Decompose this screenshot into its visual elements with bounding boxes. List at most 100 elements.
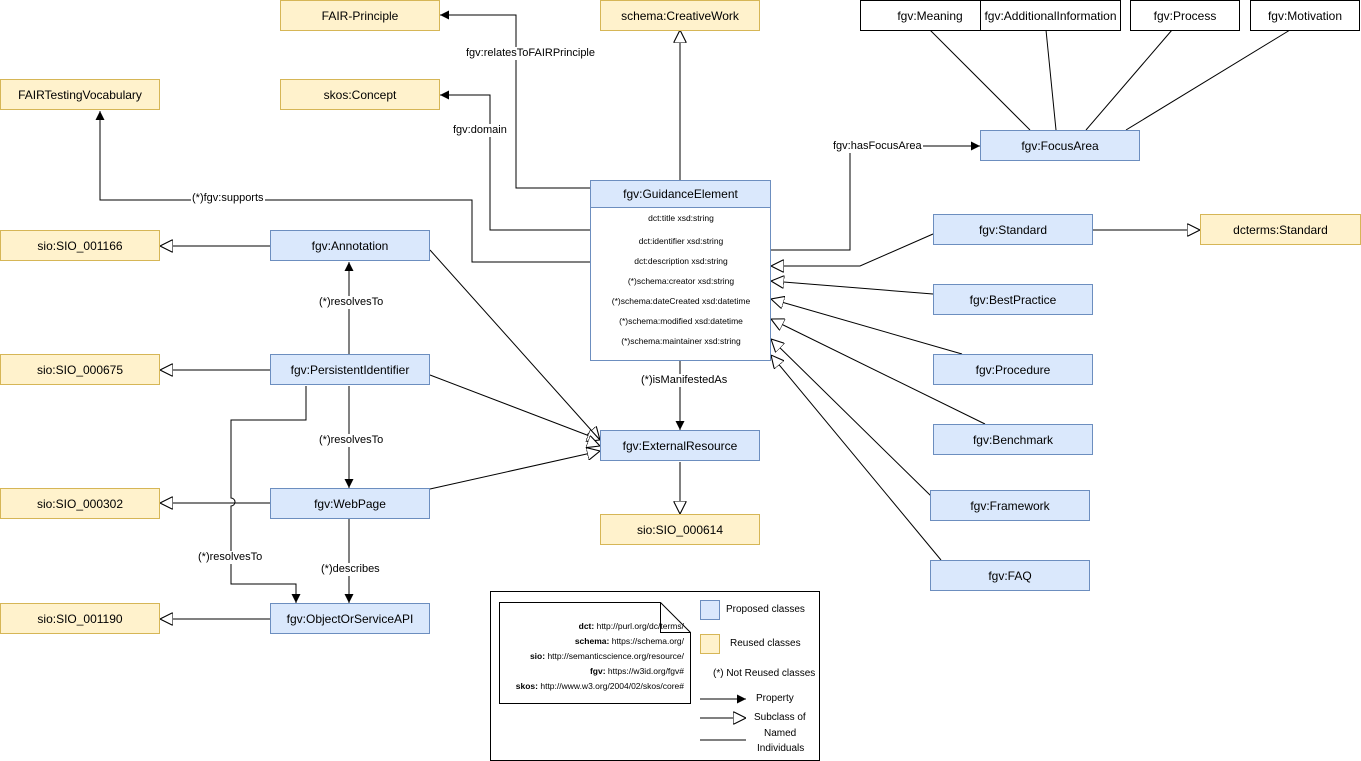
node-meaning[interactable]: fgv:Meaning: [860, 0, 1000, 31]
node-annotation[interactable]: fgv:Annotation: [270, 230, 430, 261]
node-sio-000614-label: sio:SIO_000614: [636, 522, 724, 537]
edge-subclass-annotation-external: [429, 249, 600, 440]
node-best-practice[interactable]: fgv:BestPractice: [933, 284, 1093, 315]
edge-process-focusarea: [1085, 29, 1173, 131]
node-schema-creativework[interactable]: schema:CreativeWork: [600, 0, 760, 31]
node-dcterms-standard-label: dcterms:Standard: [1233, 222, 1328, 237]
edge-subclass-bestpractice: [771, 281, 934, 295]
legend-reused-label: Reused classes: [730, 638, 801, 649]
node-faq[interactable]: fgv:FAQ: [930, 560, 1090, 591]
node-object-or-service-api[interactable]: fgv:ObjectOrServiceAPI: [270, 603, 430, 634]
label-resolves-to-top: (*)resolvesTo: [318, 296, 385, 309]
node-standard-label: fgv:Standard: [978, 222, 1048, 237]
edge-subclass-benchmark: [771, 319, 986, 425]
edge-motivation-focusarea: [1125, 29, 1291, 131]
node-benchmark[interactable]: fgv:Benchmark: [933, 424, 1093, 455]
label-describes: (*)describes: [320, 563, 381, 576]
edge-resolves-pi-api: [230, 386, 307, 603]
node-web-page[interactable]: fgv:WebPage: [270, 488, 430, 519]
node-sio-000675-label: sio:SIO_000675: [36, 362, 124, 377]
node-object-or-service-api-label: fgv:ObjectOrServiceAPI: [286, 611, 414, 626]
node-process[interactable]: fgv:Process: [1130, 0, 1240, 31]
namespace-sio: sio: http://semanticscience.org/resource…: [529, 651, 684, 661]
edge-relates-to-fair-principle: [440, 10, 590, 189]
edge-subclass-framework: [771, 339, 932, 497]
label-supports: (*)fgv:supports: [191, 192, 265, 205]
node-focus-area-label: fgv:FocusArea: [1021, 138, 1099, 153]
legend-reused-swatch: [700, 634, 720, 654]
attr-maintainer: (*)schema:maintainer xsd:string: [621, 336, 741, 346]
label-domain: fgv:domain: [452, 124, 508, 137]
node-sio-001190-label: sio:SIO_001190: [37, 611, 123, 626]
legend-proposed-label: Proposed classes: [726, 604, 805, 615]
node-procedure[interactable]: fgv:Procedure: [933, 354, 1093, 385]
node-standard[interactable]: fgv:Standard: [933, 214, 1093, 245]
edge-subclass-api-external: [296, 335, 600, 446]
node-additional-information[interactable]: fgv:AdditionalInformation: [980, 0, 1121, 31]
node-process-label: fgv:Process: [1153, 8, 1217, 23]
node-web-page-label: fgv:WebPage: [314, 496, 386, 511]
node-annotation-label: fgv:Annotation: [311, 238, 389, 253]
node-sio-001166[interactable]: sio:SIO_001166: [0, 230, 160, 261]
legend-proposed-swatch: [700, 600, 720, 620]
node-motivation[interactable]: fgv:Motivation: [1250, 0, 1360, 31]
legend-named-label-1: Named: [764, 728, 797, 739]
attr-title: dct:title xsd:string: [648, 213, 714, 223]
legend-subclass-label: Subclass of: [754, 712, 806, 723]
namespace-fgv: fgv: https://w3id.org/fgv#: [589, 666, 684, 676]
node-guidance-element-header: fgv:GuidanceElement: [591, 181, 770, 208]
node-focus-area[interactable]: fgv:FocusArea: [980, 130, 1140, 161]
node-sio-001166-label: sio:SIO_001166: [37, 238, 123, 253]
attr-identifier: dct:identifier xsd:string: [638, 236, 724, 246]
namespace-dct: dct: http://purl.org/dc/terms/: [578, 621, 684, 631]
edge-domain: [440, 90, 590, 231]
node-faq-label: fgv:FAQ: [988, 568, 1032, 583]
edge-additionalinfo-focusarea: [1045, 29, 1057, 131]
guidance-element-body: [591, 208, 770, 360]
edge-subclass-standard: [771, 233, 934, 266]
legend-property-label: Property: [756, 693, 794, 704]
namespace-schema: schema: https://schema.org/: [574, 636, 684, 646]
node-skos-concept[interactable]: skos:Concept: [280, 79, 440, 110]
node-procedure-label: fgv:Procedure: [975, 362, 1051, 377]
node-meaning-label: fgv:Meaning: [897, 8, 963, 23]
label-relates-to-fair-principle: fgv:relatesToFAIRPrinciple: [465, 47, 596, 60]
node-guidance-element-label: fgv:GuidanceElement: [623, 187, 738, 201]
node-fair-testing-vocabulary-label: FAIRTestingVocabulary: [18, 87, 142, 102]
node-best-practice-label: fgv:BestPractice: [969, 292, 1057, 307]
node-fair-principle[interactable]: FAIR-Principle: [280, 0, 440, 31]
label-resolves-to-mid: (*)resolvesTo: [318, 434, 385, 447]
node-external-resource-label: fgv:ExternalResource: [622, 438, 738, 453]
node-skos-concept-label: skos:Concept: [323, 87, 397, 102]
edge-subclass-faq: [771, 355, 942, 561]
node-benchmark-label: fgv:Benchmark: [972, 432, 1054, 447]
attr-modified: (*)schema:modified xsd:datetime: [619, 316, 743, 326]
node-schema-creativework-label: schema:CreativeWork: [621, 8, 739, 23]
node-framework[interactable]: fgv:Framework: [930, 490, 1090, 521]
node-persistent-identifier-label: fgv:PersistentIdentifier: [290, 362, 410, 377]
attr-date-created: (*)schema:dateCreated xsd:datetime: [611, 296, 751, 306]
node-fair-principle-label: FAIR-Principle: [321, 8, 399, 23]
node-external-resource[interactable]: fgv:ExternalResource: [600, 430, 760, 461]
node-fair-testing-vocabulary[interactable]: FAIRTestingVocabulary: [0, 79, 160, 110]
label-has-focus-area: fgv:hasFocusArea: [832, 140, 923, 153]
legend-edge-samples: [700, 694, 746, 741]
edge-supports: [95, 111, 590, 263]
legend-named-label-2: Individuals: [757, 743, 805, 754]
edge-subclass-webpage-external: [429, 451, 600, 490]
namespace-skos: skos: http://www.w3.org/2004/02/skos/cor…: [515, 681, 684, 691]
node-sio-000675[interactable]: sio:SIO_000675: [0, 354, 160, 385]
node-dcterms-standard[interactable]: dcterms:Standard: [1200, 214, 1361, 245]
node-sio-001190[interactable]: sio:SIO_001190: [0, 603, 160, 634]
node-sio-000302[interactable]: sio:SIO_000302: [0, 488, 160, 519]
node-additional-information-label: fgv:AdditionalInformation: [984, 8, 1117, 23]
label-resolves-to-bottom: (*)resolvesTo: [197, 551, 264, 564]
node-persistent-identifier[interactable]: fgv:PersistentIdentifier: [270, 354, 430, 385]
node-sio-000302-label: sio:SIO_000302: [36, 496, 124, 511]
node-guidance-element[interactable]: fgv:GuidanceElement dct:title xsd:string…: [590, 180, 771, 361]
edge-subclass-pi-external: [429, 374, 600, 440]
edge-subclass-procedure: [771, 299, 963, 355]
node-sio-000614[interactable]: sio:SIO_000614: [600, 514, 760, 545]
